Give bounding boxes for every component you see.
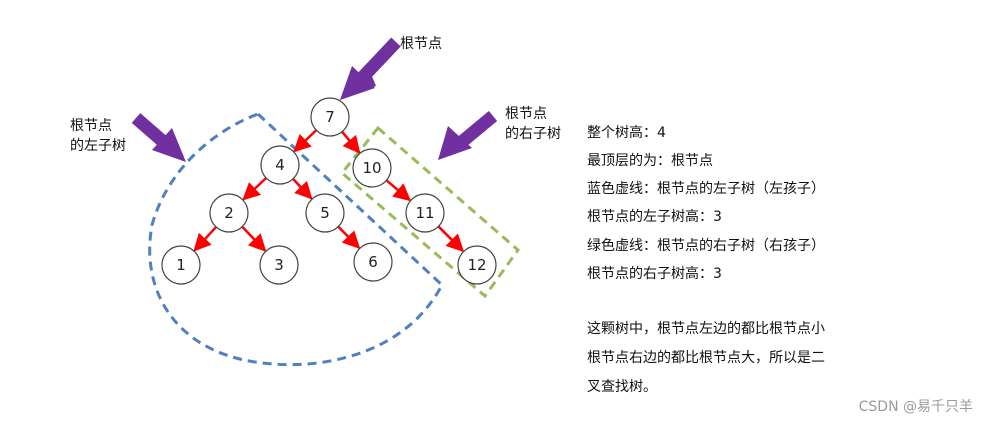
left-subtree-callout-line-1: 根节点	[70, 118, 112, 134]
desc-paragraph-line-2: 根节点右边的都比根节点大，所以是二	[587, 350, 825, 366]
node-circle	[260, 145, 300, 185]
edge-7-to-10	[341, 130, 361, 154]
tree-node-10: 10	[352, 148, 392, 188]
tree-node-1: 1	[161, 245, 201, 285]
node-label: 12	[467, 256, 486, 274]
tree-node-11: 11	[405, 193, 445, 233]
node-label: 3	[274, 256, 284, 274]
tree-node-5: 5	[305, 193, 345, 233]
watermark: CSDN @易千只羊	[858, 399, 973, 415]
node-label: 1	[176, 256, 186, 274]
right-subtree-callout-line-1: 根节点	[505, 106, 547, 122]
root-callout-label: 根节点	[400, 36, 442, 52]
edge-2-to-1	[193, 226, 218, 252]
right-subtree-outline	[339, 125, 521, 299]
edge-11-to-12	[437, 225, 465, 253]
edge-2-to-3	[241, 225, 267, 252]
tree-node-3: 3	[259, 245, 299, 285]
node-circle	[457, 245, 497, 285]
node-circle	[209, 193, 249, 233]
edge-7-to-4	[293, 129, 318, 153]
node-circle	[259, 245, 299, 285]
tree-node-7: 7	[310, 97, 350, 137]
left-subtree-outline	[148, 112, 444, 367]
desc-line-6: 根节点的右子树高：3	[587, 266, 722, 282]
node-label: 11	[415, 204, 434, 222]
desc-line-2: 最顶层的为：根节点	[587, 153, 713, 169]
edge-5-to-6	[337, 225, 361, 249]
node-circle	[310, 97, 350, 137]
node-circle	[353, 242, 393, 282]
node-label: 10	[362, 159, 381, 177]
desc-line-3: 蓝色虚线：根节点的左子树（左孩子）	[587, 181, 825, 197]
tree-node-12: 12	[457, 245, 497, 285]
edges-layer	[193, 129, 465, 253]
left-subtree-callout-line-2: 的左子树	[70, 138, 126, 154]
node-label: 4	[275, 156, 285, 174]
node-label: 5	[320, 204, 330, 222]
node-circle	[305, 193, 345, 233]
tree-node-6: 6	[353, 242, 393, 282]
node-label: 6	[368, 253, 378, 271]
node-circle	[161, 245, 201, 285]
node-label: 7	[325, 108, 335, 126]
node-label: 2	[224, 204, 234, 222]
right-subtree-callout-line-2: 的右子树	[505, 126, 561, 142]
edge-4-to-5	[292, 178, 313, 200]
desc-paragraph-line-1: 这颗树中，根节点左边的都比根节点小	[587, 321, 825, 337]
desc-line-4: 根节点的左子树高：3	[587, 209, 722, 225]
node-circle	[352, 148, 392, 188]
node-circle	[405, 193, 445, 233]
left-subtree-pointer-arrow	[131, 113, 186, 162]
edge-4-to-2	[242, 177, 268, 201]
desc-line-1: 整个树高：4	[587, 125, 666, 141]
right-subtree-pointer-arrow	[438, 110, 498, 160]
root-pointer-arrow	[340, 37, 401, 100]
right-subtree-callout-label: 根节点 的右子树	[505, 104, 561, 144]
left-subtree-callout-label: 根节点 的左子树	[70, 116, 126, 156]
edge-10-to-11	[385, 179, 412, 202]
tree-node-2: 2	[209, 193, 249, 233]
tree-node-4: 4	[260, 145, 300, 185]
desc-paragraph-line-3: 叉查找树。	[587, 379, 657, 395]
desc-line-5: 绿色虚线：根节点的右子树（右孩子）	[587, 238, 825, 254]
